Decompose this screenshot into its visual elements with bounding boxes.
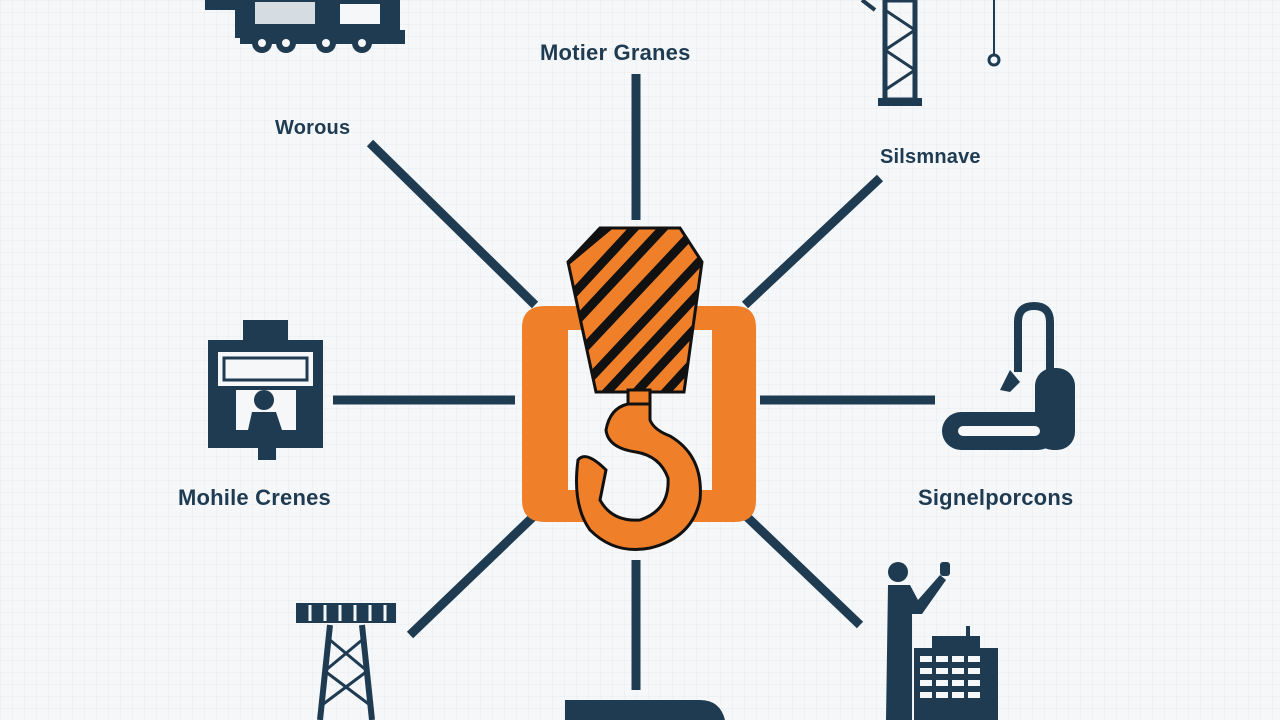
label-left: Mohile Crenes: [178, 485, 331, 510]
crane-hook-icon: [522, 226, 756, 552]
mobile-crane-truck-icon: [205, 0, 405, 53]
operator-cab-icon: [208, 320, 323, 460]
label-top-left: Worous: [275, 117, 351, 139]
hook-bracket: [522, 306, 600, 522]
hook-curve: [575, 402, 702, 552]
label-top-right: Silsmnave: [880, 146, 981, 168]
spoke-bottom-left: [406, 511, 539, 639]
label-top: Motier Granes: [540, 40, 691, 65]
spoke-bottom-right: [741, 511, 864, 629]
bottom-block-icon: [565, 700, 725, 720]
hook-bracket-right: [680, 306, 756, 522]
spoke-top-right: [741, 174, 884, 309]
padlock-signal-icon: [942, 301, 1075, 450]
signal-person-icon: [886, 562, 998, 720]
spoke-top-left: [366, 139, 539, 309]
tower-crane-icon: [860, 0, 1001, 106]
connector-spokes: [333, 74, 935, 690]
lattice-tower-icon: [296, 603, 396, 720]
label-right: Signelporcons: [918, 485, 1074, 510]
